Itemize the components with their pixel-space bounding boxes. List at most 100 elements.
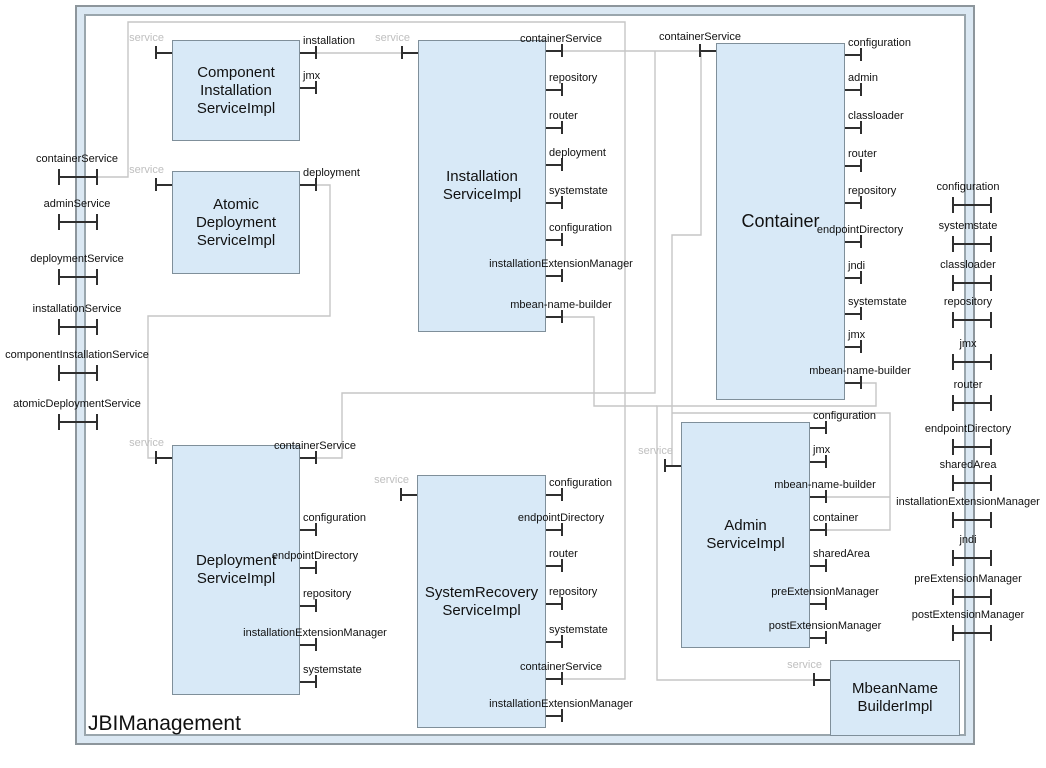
jmx-edge-port[interactable] bbox=[990, 354, 992, 370]
containerService-port[interactable] bbox=[315, 451, 317, 464]
jmx-port[interactable] bbox=[825, 455, 827, 468]
atomicDeploymentService-edge-port[interactable] bbox=[58, 414, 60, 430]
containerService-edge-port[interactable] bbox=[58, 169, 60, 185]
installationExtensionManager-edge-port[interactable] bbox=[952, 512, 954, 528]
deploymentService-edge-port[interactable] bbox=[96, 269, 98, 285]
endpointDirectory-edge-port[interactable] bbox=[990, 439, 992, 455]
systemstate-edge-port[interactable] bbox=[952, 236, 954, 252]
jndi-edge-port[interactable] bbox=[952, 550, 954, 566]
mbean-name-builder-impl-title-line: MbeanName bbox=[852, 680, 938, 697]
router-edge-port[interactable] bbox=[990, 395, 992, 411]
sharedArea-edge-port[interactable] bbox=[990, 475, 992, 491]
componentInstallationService-edge-port[interactable] bbox=[96, 365, 98, 381]
postExtensionManager-edge-port[interactable] bbox=[990, 625, 992, 641]
admin-port[interactable] bbox=[860, 83, 862, 96]
containerService-port[interactable] bbox=[561, 44, 563, 57]
router-port[interactable] bbox=[860, 159, 862, 172]
sharedArea-port[interactable] bbox=[825, 559, 827, 572]
deployment-port[interactable] bbox=[315, 178, 317, 191]
mbean-name-builder-port[interactable] bbox=[860, 376, 862, 389]
configuration-port[interactable] bbox=[825, 421, 827, 434]
router-port[interactable] bbox=[561, 121, 563, 134]
container-port[interactable] bbox=[825, 523, 827, 536]
installationService-edge-port[interactable] bbox=[96, 319, 98, 335]
repository-port[interactable] bbox=[561, 597, 563, 610]
classloader-port[interactable] bbox=[860, 121, 862, 134]
deployment-port[interactable] bbox=[561, 158, 563, 171]
systemstate-edge-port[interactable] bbox=[990, 236, 992, 252]
service-port[interactable] bbox=[664, 459, 666, 472]
service-port[interactable] bbox=[401, 46, 403, 59]
containerService-port-label: containerService bbox=[520, 661, 602, 673]
installationExtensionManager-port[interactable] bbox=[561, 269, 563, 282]
sharedArea-edge-port[interactable] bbox=[952, 475, 954, 491]
preExtensionManager-edge-port[interactable] bbox=[990, 589, 992, 605]
installationExtensionManager-edge-port[interactable] bbox=[990, 512, 992, 528]
repository-port[interactable] bbox=[860, 196, 862, 209]
installation-port[interactable] bbox=[315, 46, 317, 59]
preExtensionManager-port[interactable] bbox=[825, 597, 827, 610]
mbean-name-builder-port[interactable] bbox=[825, 490, 827, 503]
containerService-port[interactable] bbox=[561, 672, 563, 685]
adminService-edge-port[interactable] bbox=[58, 214, 60, 230]
container[interactable]: Container bbox=[716, 43, 845, 400]
endpointDirectory-port[interactable] bbox=[315, 561, 317, 574]
postExtensionManager-edge-port[interactable] bbox=[952, 625, 954, 641]
service-port[interactable] bbox=[155, 178, 157, 191]
installationExtensionManager-port[interactable] bbox=[561, 709, 563, 722]
repository-edge-port[interactable] bbox=[990, 312, 992, 328]
service-port[interactable] bbox=[155, 46, 157, 59]
service-port[interactable] bbox=[813, 673, 815, 686]
sharedArea-port-line bbox=[810, 565, 827, 567]
jmx-port[interactable] bbox=[860, 340, 862, 353]
configuration-port[interactable] bbox=[561, 233, 563, 246]
router-edge-port[interactable] bbox=[952, 395, 954, 411]
jndi-edge-port[interactable] bbox=[990, 550, 992, 566]
jmx-edge-port[interactable] bbox=[952, 354, 954, 370]
classloader-edge-port[interactable] bbox=[990, 275, 992, 291]
installationExtensionManager-port[interactable] bbox=[315, 638, 317, 651]
jmx-port-line bbox=[810, 461, 827, 463]
preExtensionManager-edge-port[interactable] bbox=[952, 589, 954, 605]
installationService-edge-port[interactable] bbox=[58, 319, 60, 335]
atomicDeploymentService-edge-port[interactable] bbox=[96, 414, 98, 430]
postExtensionManager-port[interactable] bbox=[825, 631, 827, 644]
jmx-port[interactable] bbox=[315, 81, 317, 94]
componentInstallationService-edge-port[interactable] bbox=[58, 365, 60, 381]
deploymentService-edge-port[interactable] bbox=[58, 269, 60, 285]
endpointDirectory-port[interactable] bbox=[860, 235, 862, 248]
configuration-edge-port-line bbox=[953, 204, 991, 206]
repository-port[interactable] bbox=[315, 599, 317, 612]
jndi-port[interactable] bbox=[860, 271, 862, 284]
adminService-edge-port[interactable] bbox=[96, 214, 98, 230]
repository-edge-port[interactable] bbox=[952, 312, 954, 328]
configuration-port[interactable] bbox=[561, 488, 563, 501]
systemstate-port[interactable] bbox=[561, 196, 563, 209]
installation-port-label: installation bbox=[303, 35, 355, 47]
containerService-port[interactable] bbox=[699, 44, 701, 57]
endpointDirectory-port[interactable] bbox=[561, 523, 563, 536]
repository-port[interactable] bbox=[561, 83, 563, 96]
classloader-edge-port[interactable] bbox=[952, 275, 954, 291]
systemstate-port[interactable] bbox=[561, 635, 563, 648]
configuration-edge-port[interactable] bbox=[952, 197, 954, 213]
configuration-port[interactable] bbox=[315, 523, 317, 536]
systemstate-port[interactable] bbox=[315, 675, 317, 688]
configuration-port[interactable] bbox=[860, 48, 862, 61]
endpointDirectory-edge-port[interactable] bbox=[952, 439, 954, 455]
configuration-edge-port[interactable] bbox=[990, 197, 992, 213]
service-port[interactable] bbox=[400, 488, 402, 501]
systemstate-port[interactable] bbox=[860, 307, 862, 320]
router-port[interactable] bbox=[561, 559, 563, 572]
containerService-edge-port[interactable] bbox=[96, 169, 98, 185]
mbean-name-builder-port[interactable] bbox=[561, 310, 563, 323]
service-port[interactable] bbox=[155, 451, 157, 464]
containerService-port-label: containerService bbox=[520, 33, 602, 45]
